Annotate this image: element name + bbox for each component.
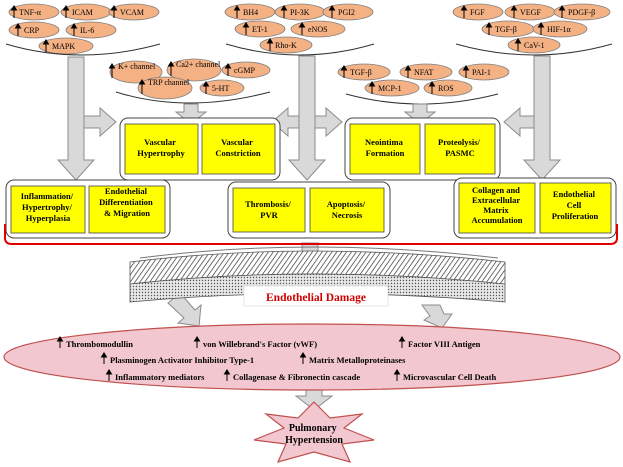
low-group-right: Collagen and Extracellular Matrix Accumu… — [453, 177, 617, 239]
box-line: Necrosis — [332, 210, 363, 220]
marker-vwf: von Willebrand's Factor (vWF) — [203, 339, 317, 349]
cluster-e-item: TGF-β — [350, 68, 372, 77]
box-line: Hypertrophy — [137, 148, 185, 158]
vascular-hypertrophy-box: Vascular Hypertrophy — [137, 137, 185, 158]
box-line: Extracellular — [472, 195, 520, 205]
box-line: Differentiation — [99, 197, 153, 207]
cluster-d-item: TRP channel — [148, 78, 190, 87]
neointima-formation-box: Neointima Formation — [365, 137, 405, 158]
cluster-a-item: IL-6 — [80, 26, 94, 35]
endothelial-proliferation-box: Endothelial Cell Proliferation — [552, 189, 599, 221]
cluster-a-item: VCAM — [120, 8, 144, 17]
damage-label-bg — [243, 285, 389, 307]
box-line: Cell — [567, 200, 582, 210]
marker-mmp: Matrix Metalloproteinases — [309, 355, 406, 365]
box-line: Accumulation — [472, 215, 523, 225]
cluster-b-item: eNOS — [308, 25, 328, 34]
marker-microvascular: Microvascular Cell Death — [403, 372, 496, 382]
cluster-c-item: VEGF — [520, 8, 541, 17]
box-line: Proteolysis/ — [438, 137, 481, 147]
box-line: Endothelial — [553, 189, 596, 199]
endothelial-damage-label: Endothelial Damage — [266, 292, 366, 304]
collagen-box: Collagen and Extracellular Matrix Accumu… — [472, 185, 523, 225]
cluster-b-item: BH4 — [243, 8, 258, 17]
pulmonary-hypertension-label: Pulmonary Hypertension — [285, 423, 343, 446]
marker-inflammatory: Inflammatory mediators — [115, 372, 205, 382]
cluster-c-item: PDGF-β — [568, 8, 595, 17]
cluster-d-item: K+ channel — [118, 62, 156, 71]
apoptosis-box: Apoptosis/ Necrosis — [327, 199, 367, 220]
outcome-line: Pulmonary — [289, 423, 337, 434]
cluster-e-item: NFAT — [414, 68, 434, 77]
marker-pai1: Plasminogen Activator Inhibitor Type-1 — [110, 355, 254, 365]
marker-arrows — [56, 336, 406, 381]
box-line: & Migration — [104, 208, 150, 218]
upregulation-arrows — [10, 5, 566, 94]
vessel-wall-illustration — [129, 246, 506, 303]
box-line: Thrombosis/ — [245, 199, 291, 209]
cluster-d-item: 5-HT — [212, 84, 229, 93]
cluster-c: FGF VEGF PDGF-β TGF-β HIF-1α CaV-1 — [452, 3, 613, 56]
cluster-e-item: PAI-1 — [472, 68, 491, 77]
cluster-e: TGF-β NFAT PAI-1 MCP-1 ROS — [337, 63, 510, 105]
cluster-a-item: MAPK — [52, 42, 75, 51]
box-line: Neointima — [365, 137, 404, 147]
box-line: Collagen and — [472, 185, 520, 195]
red-bracket — [4, 224, 618, 245]
box-line: Endothelial — [105, 186, 148, 196]
cluster-e-item: ROS — [438, 84, 454, 93]
cluster-e-item: MCP-1 — [378, 84, 402, 93]
marker-thrombomodulin: Thrombomodullin — [66, 339, 133, 349]
box-line: Vascular — [221, 137, 253, 147]
cluster-c-item: TGF-β — [495, 25, 517, 34]
cluster-c-item: FGF — [470, 8, 485, 17]
box-line: Hypertrophy/ — [22, 202, 73, 212]
cluster-d: K+ channel Ca2+ channel cGMP TRP channel… — [109, 58, 271, 104]
cluster-c-item: CaV-1 — [524, 41, 545, 50]
cluster-a: TNF-α ICAM VCAM CRP IL-6 MAPK — [5, 3, 161, 56]
cluster-b-item: PGI2 — [338, 8, 355, 17]
cluster-a-item: TNF-α — [19, 8, 42, 17]
cluster-c-item: HIF-1α — [547, 25, 572, 34]
cluster-d-item: cGMP — [234, 66, 255, 75]
thrombosis-box: Thrombosis/ PVR — [245, 199, 293, 220]
low-group-middle: Thrombosis/ PVR Apoptosis/ Necrosis — [227, 181, 391, 239]
box-line: PVR — [260, 210, 278, 220]
marker-factor-viii: Factor VIII Antigen — [408, 339, 481, 349]
cluster-a-item: ICAM — [72, 8, 93, 17]
proteolysis-pasmc-box: Proteolysis/ PASMC — [438, 137, 482, 158]
cluster-b: BH4 PI-3K PGI2 ET-1 eNOS Rho-K — [224, 3, 375, 56]
box-line: Matrix — [483, 205, 509, 215]
box-line: Proliferation — [552, 211, 599, 221]
box-line: Vascular — [144, 137, 176, 147]
marker-collagenase: Collagenase & Fibronectin cascade — [233, 372, 360, 382]
cluster-b-item: PI-3K — [290, 8, 310, 17]
cluster-a-item: CRP — [24, 26, 40, 35]
box-line: Formation — [366, 148, 405, 158]
mid-group-left: Vascular Hypertrophy Vascular Constricti… — [119, 117, 281, 181]
cluster-b-item: ET-1 — [252, 25, 268, 34]
endothelial-differentiation-box: Endothelial Differentiation & Migration — [99, 186, 155, 218]
mid-group-right: Neointima Formation Proteolysis/ PASMC — [344, 117, 501, 181]
cluster-b-item: Rho-K — [275, 41, 297, 50]
cluster-d-item: Ca2+ channel — [176, 60, 221, 69]
box-line: Hyperplasia — [26, 213, 71, 223]
outcome-star — [253, 401, 375, 463]
box-line: Apoptosis/ — [327, 199, 366, 209]
outcome-line: Hypertension — [285, 435, 343, 446]
box-line: Constriction — [215, 148, 261, 158]
markers-ellipse — [3, 323, 621, 391]
inflammation-box: Inflammation/ Hypertrophy/ Hyperplasia — [21, 191, 76, 223]
box-line: Inflammation/ — [21, 191, 74, 201]
vascular-constriction-box: Vascular Constriction — [215, 137, 261, 158]
low-group-left: Inflammation/ Hypertrophy/ Hyperplasia E… — [5, 179, 171, 239]
box-line: PASMC — [445, 148, 475, 158]
